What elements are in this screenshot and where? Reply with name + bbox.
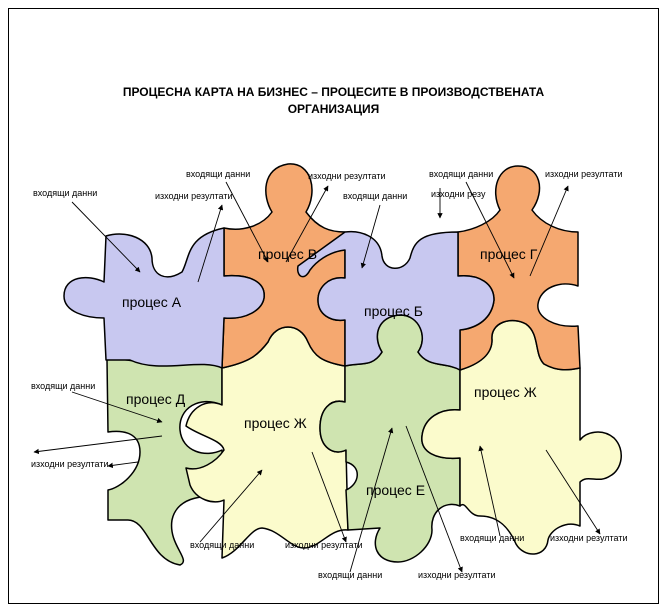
diagram-title: ПРОЦЕСНА КАРТА НА БИЗНЕС – ПРОЦЕСИТЕ В П… [40, 84, 627, 118]
arrow-output-zh-1 [311, 451, 347, 543]
annotation-input-zh-2: входящи данни [460, 533, 524, 543]
arrow-input-b [360, 204, 381, 269]
annotation-output-v: изходни резултати [308, 171, 385, 181]
annotation-input-zh-1: входящи данни [190, 540, 254, 550]
title-line-1: ПРОЦЕСНА КАРТА НА БИЗНЕС – ПРОЦЕСИТЕ В П… [122, 85, 545, 99]
piece-process-a [63, 227, 265, 369]
annotation-output-zh-1: изходни резултати [285, 540, 362, 550]
annotation-output-g: изходни резултати [545, 169, 622, 179]
arrow-output-zh-2 [545, 449, 601, 535]
arrow-input-zh-1 [199, 469, 263, 543]
arrow-input-zh-2 [478, 445, 501, 537]
arrow-input-a [71, 201, 141, 273]
arrow-input-v [225, 181, 269, 263]
annotation-output-a: изходни резултати [155, 191, 232, 201]
annotation-input-d: входящи данни [31, 381, 95, 391]
arrow-output-g [529, 185, 569, 277]
annotation-input-a: входящи данни [33, 188, 97, 198]
annotation-output-g-partial: изходни резу [431, 189, 486, 199]
arrow-input-e [349, 427, 394, 573]
label-process-d: процес Д [126, 391, 186, 407]
annotation-input-b: входящи данни [343, 191, 407, 201]
arrow-output-d-tail [107, 461, 139, 469]
label-process-g: процес Г [480, 246, 538, 262]
label-process-zh-2: процес Ж [474, 384, 537, 400]
annotation-input-e: входящи данни [318, 570, 382, 580]
arrow-input-g [465, 181, 515, 279]
annotation-output-e: изходни резултати [418, 570, 495, 580]
arrow-output-e [405, 425, 463, 573]
label-process-zh-1: процес Ж [244, 415, 307, 431]
label-process-a: процес А [122, 294, 182, 310]
arrow-output-a [197, 204, 224, 283]
arrow-output-v [285, 185, 329, 263]
label-process-e: процес Е [366, 482, 425, 498]
arrow-input-d [71, 391, 163, 424]
annotation-input-g: входящи данни [429, 169, 493, 179]
annotation-output-zh-2: изходни резултати [550, 533, 627, 543]
piece-process-b [296, 230, 495, 371]
label-process-b: процес Б [364, 303, 423, 319]
label-process-v: процес В [258, 246, 317, 262]
title-line-2: ОРГАНИЗАЦИЯ [287, 102, 380, 116]
annotation-input-v: входящи данни [186, 169, 250, 179]
arrow-output-d [33, 435, 163, 455]
annotation-output-d: изходни резултати [31, 459, 108, 469]
diagram-frame [8, 8, 659, 604]
